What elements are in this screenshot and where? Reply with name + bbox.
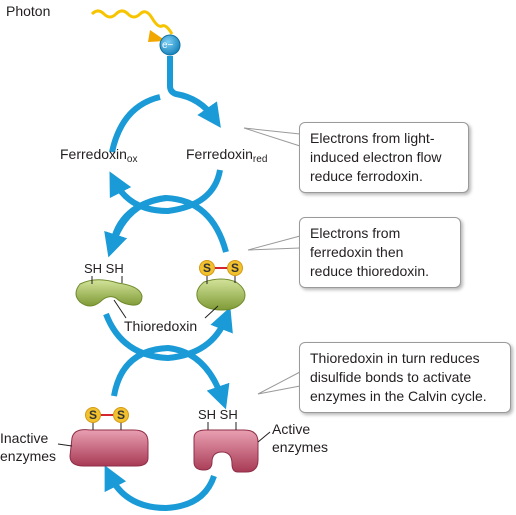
ferredoxin-ox-label: Ferredoxinox <box>60 146 137 165</box>
reduced-thioredoxin-shape <box>75 279 143 307</box>
enzyme-sulfur-2: S <box>113 407 129 423</box>
oxidized-thioredoxin-shape <box>196 278 246 311</box>
callout-1-line-1: Electrons from light- <box>310 130 435 146</box>
active-leader <box>257 431 271 443</box>
ferredoxin-cycle-arrow-bottom <box>109 169 223 215</box>
thioredoxin-cycle-arrow-left <box>104 195 167 258</box>
callout-3-line-3: enzymes in the Calvin cycle. <box>310 388 487 404</box>
callout-3-line-2: disulfide bonds to activate <box>310 369 472 385</box>
enzyme-cycle-arrow-bottom <box>104 465 217 512</box>
photon-label: Photon <box>6 3 51 19</box>
ferredoxin-ox-subscript: ox <box>126 154 138 165</box>
ferredoxin-red-label: Ferredoxinred <box>186 146 267 165</box>
inactive-enzymes-line-2: enzymes <box>0 448 57 464</box>
inactive-enzyme-shape <box>69 429 149 467</box>
callout-ferredoxin: Electrons from light- induced electron f… <box>299 122 469 193</box>
thioredoxin-sulfur-2: S <box>227 260 243 276</box>
ferredoxin-red-subscript: red <box>252 154 268 165</box>
active-enzymes-line-2: enzymes <box>272 439 329 455</box>
thioredoxin-cycle-arrow-top <box>109 194 229 253</box>
inactive-enzymes-label: Inactive enzymes <box>0 429 56 465</box>
photon-squiggle <box>90 9 174 35</box>
thioredoxin-leader-left <box>113 299 127 319</box>
callout-3-line-1: Thioredoxin in turn reduces <box>310 350 480 366</box>
active-enzyme-shape <box>193 429 259 473</box>
callout-enzymes: Thioredoxin in turn reduces disulfide bo… <box>299 342 511 413</box>
active-enzymes-line-1: Active <box>272 421 311 437</box>
ferredoxin-cycle-arrow-left <box>109 94 161 153</box>
callout-2-line-3: reduce thioredoxin. <box>310 263 430 279</box>
active-enzymes-label: Active enzymes <box>272 420 328 456</box>
thioredoxin-sh-label: SH SH <box>84 261 124 276</box>
callout-3-pointer <box>257 371 301 395</box>
thioredoxin-label: Thioredoxin <box>124 318 198 334</box>
callout-1-pointer <box>243 127 301 147</box>
electron-icon <box>159 34 181 56</box>
thioredoxin-sulfur-1: S <box>199 260 215 276</box>
callout-2-pointer <box>247 235 301 251</box>
electron-feed-arrow <box>167 56 221 128</box>
electron-label: e− <box>162 40 174 51</box>
callout-2-line-1: Electrons from <box>310 225 401 241</box>
inactive-leader <box>57 443 73 447</box>
ferredoxin-red-text: Ferredoxin <box>186 146 253 162</box>
thioredoxin-leader-right <box>204 305 219 319</box>
enzyme-sulfur-1: S <box>85 407 101 423</box>
active-enzyme-sh-label: SH SH <box>198 407 238 422</box>
ferredoxin-ox-text: Ferredoxin <box>60 146 127 162</box>
callout-2-line-2: ferredoxin then <box>310 244 404 260</box>
callout-1-line-3: reduce ferrodoxin. <box>310 168 423 184</box>
callout-thioredoxin: Electrons from ferredoxin then reduce th… <box>299 217 461 288</box>
enzyme-cycle-arrow-top <box>111 344 230 410</box>
callout-1-line-2: induced electron flow <box>310 149 442 165</box>
inactive-enzymes-line-1: Inactive <box>0 430 49 446</box>
thioredoxin-cycle-arrow-bottom <box>103 306 233 362</box>
